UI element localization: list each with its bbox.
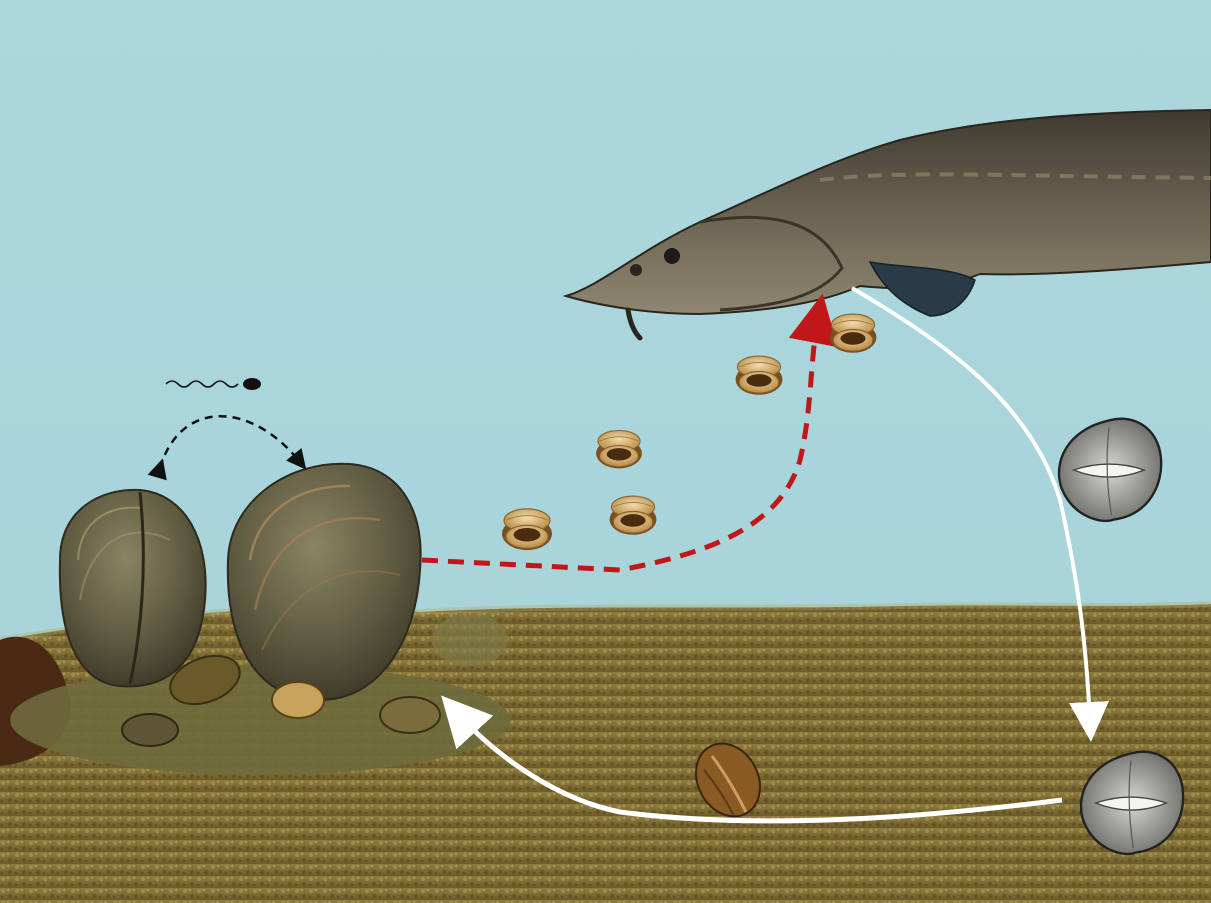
open-clam-icon — [736, 356, 783, 395]
open-clam-icon — [830, 314, 877, 353]
fish-nostril — [630, 264, 642, 276]
open-clam-icon — [502, 509, 552, 550]
adult-mussel-icon — [60, 490, 206, 686]
open-clam-icon — [610, 496, 657, 535]
fish-eye — [664, 248, 680, 264]
open-clam-icon — [596, 431, 642, 469]
